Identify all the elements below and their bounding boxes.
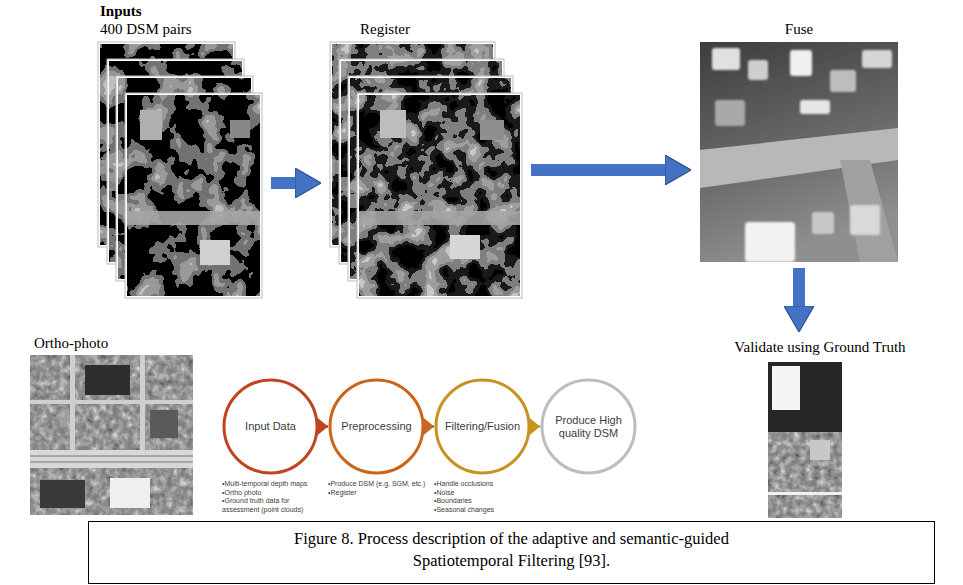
dsm-stack-part (140, 110, 162, 140)
dsm-stack-part (230, 120, 250, 138)
panel-heading: Inputs (100, 2, 262, 20)
circle-label: Produce High quality DSM (547, 414, 630, 440)
image-panel: Fuse (700, 20, 898, 262)
circle-text-box: Input Data (229, 420, 312, 433)
step-pointer (425, 425, 434, 428)
ground-truth-image-part (810, 440, 830, 460)
dsm-stack-part (127, 95, 260, 296)
ortho-photo-image (30, 355, 193, 515)
figure-caption: Figure 8. Process description of the ada… (247, 528, 777, 572)
image-panel: Inputs400 DSM pairs (98, 2, 262, 298)
registered-dsm-stack-part (480, 120, 504, 140)
ortho-photo-image-part (85, 365, 130, 395)
circle-ring (436, 380, 529, 473)
process-circle: Preprocessing•Produce DSM (e.g. SGM, etc… (328, 378, 425, 475)
ortho-photo-image-part (30, 456, 193, 457)
fused-dsm-part (800, 100, 830, 114)
flow-arrow (793, 268, 805, 312)
fused-dsm-part (830, 70, 856, 92)
image-panel: Validate using Ground Truth (720, 338, 920, 518)
ground-truth-image-part (772, 366, 800, 410)
ortho-photo-image-part (30, 462, 193, 463)
panel-heading: Register (360, 20, 522, 38)
circle-label: Preprocessing (335, 420, 418, 433)
ortho-photo-image-part (30, 355, 193, 515)
registered-dsm-stack-part (450, 235, 480, 259)
circle-text-box: Produce High quality DSM (547, 414, 630, 440)
registered-dsm-stack-part (380, 110, 406, 138)
bullet-item: •Boundaries (434, 497, 538, 506)
fused-dsm-part (840, 160, 898, 262)
fused-dsm-part (715, 100, 745, 126)
circle-text-box: Filtering/Fusion (441, 420, 524, 433)
step-pointer (531, 425, 540, 428)
bullet-item: •Register (328, 489, 432, 498)
circle-ring (224, 380, 317, 473)
panel-heading: Ortho-photo (34, 334, 193, 352)
ortho-photo-image-part (30, 400, 193, 404)
registered-dsm-stack (330, 42, 522, 298)
registered-dsm-stack-part (359, 211, 520, 225)
fused-dsm-part (790, 50, 812, 76)
ortho-photo-image-part (40, 480, 85, 508)
bullet-item: •Produce DSM (e.g. SGM, etc.) (328, 480, 432, 489)
ortho-photo-image-part (110, 478, 150, 508)
bullet-list: •Produce DSM (e.g. SGM, etc.)•Register (328, 480, 432, 497)
panel-heading: Validate using Ground Truth (720, 338, 920, 356)
fused-dsm-part (748, 60, 768, 80)
ortho-photo-image-part (150, 410, 178, 438)
dsm-stack (98, 42, 262, 298)
process-circle: Filtering/Fusion•Handle occlusions•Noise… (434, 378, 531, 475)
registered-dsm-stack-part (357, 93, 522, 298)
bullet-item: •Multi-temporal depth maps (222, 480, 326, 489)
circle-text-box: Preprocessing (335, 420, 418, 433)
image-panel: Ortho-photo (30, 334, 193, 516)
fused-dsm-part (712, 48, 740, 70)
bullet-list: •Multi-temporal depth maps•Ortho photo•G… (222, 480, 326, 514)
ground-truth-image-part (768, 432, 842, 518)
bullet-item: •Ortho photo (222, 489, 326, 498)
panel-heading-box: Inputs400 DSM pairs (98, 2, 262, 38)
dsm-stack-part (125, 93, 262, 298)
fused-dsm (700, 42, 898, 262)
bullet-item: •Handle occlusions (434, 480, 538, 489)
ortho-photo-image-part (30, 450, 193, 468)
panel-heading-box: Validate using Ground Truth (720, 338, 920, 356)
flow-arrow (271, 177, 301, 189)
bullet-item: •Ground truth data for assessment (point… (222, 497, 326, 514)
dsm-stack-part (200, 240, 230, 265)
bullet-list: •Handle occlusions•Noise•Boundaries•Seas… (434, 480, 538, 514)
fused-dsm-part (745, 222, 795, 262)
dsm-stack-part (127, 211, 260, 225)
bullet-item: •Seasonal changes (434, 506, 538, 515)
panel-heading: 400 DSM pairs (100, 20, 262, 38)
panel-heading-box: Fuse (700, 20, 898, 38)
process-circle: Input Data•Multi-temporal depth maps•Ort… (222, 378, 319, 475)
panel-heading-box: Register (330, 20, 522, 38)
fused-dsm-part (700, 42, 898, 262)
ground-truth-image-part (768, 492, 842, 495)
caption-box: Figure 8. Process description of the ada… (88, 521, 935, 584)
bullet-item: •Noise (434, 489, 538, 498)
fused-dsm-part (812, 212, 834, 234)
ground-truth-image-part (768, 362, 842, 432)
circle-ring (330, 380, 423, 473)
fused-dsm-part (850, 205, 880, 235)
registered-dsm-stack-part (359, 95, 520, 296)
fused-dsm-part (862, 50, 892, 68)
step-pointer (319, 425, 328, 428)
panel-heading-box: Ortho-photo (30, 334, 193, 352)
panel-heading: Fuse (700, 20, 898, 38)
circle-label: Filtering/Fusion (441, 420, 524, 433)
circle-label: Input Data (229, 420, 312, 433)
flow-arrow (531, 164, 671, 176)
ground-truth-image (768, 362, 842, 518)
circle-ring (542, 380, 635, 473)
image-panel: Register (330, 20, 522, 298)
process-circle: Produce High quality DSM (540, 378, 637, 475)
